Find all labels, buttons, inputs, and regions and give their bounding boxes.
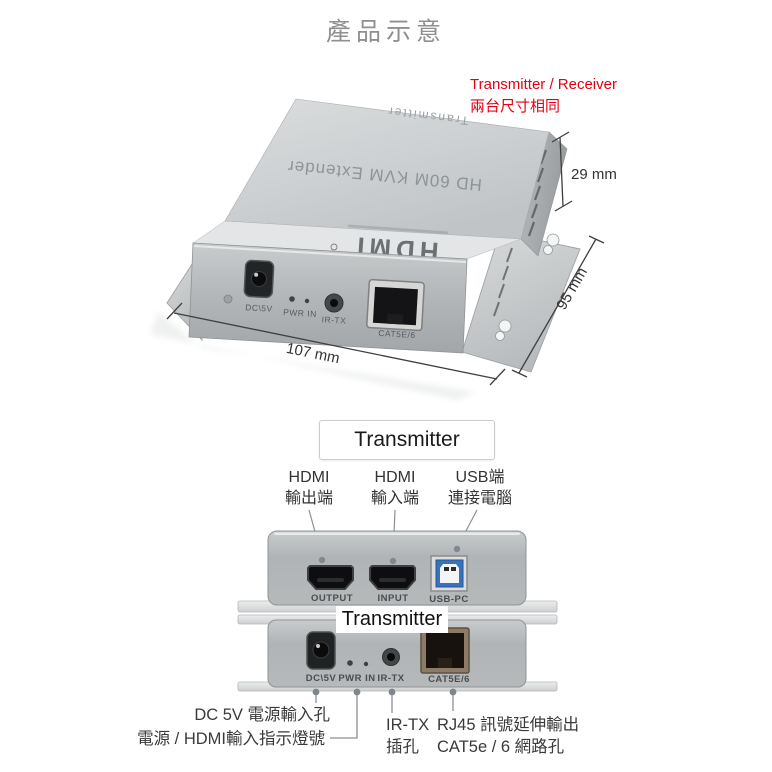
page-title: 產品示意: [325, 18, 446, 46]
vent-slots: [493, 247, 513, 317]
hdmi-logo-subtext-bar: [348, 224, 448, 235]
callout-dc-power: DC 5V 電源輸入孔: [194, 706, 330, 724]
pwr-in-engraved-label: PWR IN: [283, 307, 317, 319]
callout-line: HDMI: [288, 469, 330, 486]
cat5e-port-label: CAT5E/6: [428, 674, 470, 685]
size-note: Transmitter / Receiver 兩台尺寸相同: [470, 74, 617, 118]
device-shadow: [150, 312, 475, 400]
callout-line: USB端: [455, 469, 505, 486]
dc5v-port-label: DC\5V: [306, 673, 337, 684]
callout-line: 插孔: [386, 738, 419, 757]
callout-leader-lines: [315, 695, 454, 739]
power-led: [289, 296, 295, 302]
cat5e-engraved-label: CAT5E/6: [378, 328, 416, 340]
pwr-in-port-label: PWR IN: [338, 673, 375, 684]
rj45-port: [420, 627, 470, 674]
dc-jack-3d: [243, 259, 275, 299]
registered-mark-icon: [330, 243, 338, 251]
hdmi-led: [363, 661, 369, 667]
usb-b-port: [430, 555, 468, 592]
callout-line: HDMI: [374, 469, 416, 486]
ir-tx-jack-port: [382, 648, 400, 666]
device-front-face: DC\5V PWR IN IR-TX CAT5E/6: [188, 242, 468, 354]
callout-line: IR-TX: [386, 716, 430, 734]
screw-icon: [223, 294, 233, 304]
output-port-label: OUTPUT: [311, 593, 353, 604]
front-panel-photo: OUTPUT INPUT USB-PC: [237, 509, 558, 613]
callout-hdmi-output: HDMI 輸出端: [274, 468, 344, 510]
dim-height-label: 29 mm: [571, 166, 617, 183]
callout-line: 輸入端: [370, 489, 419, 507]
callout-line: 輸出端: [284, 489, 333, 507]
right-side-wall: [520, 131, 568, 257]
ir-tx-engraved-label: IR-TX: [321, 314, 346, 325]
callout-line: RJ45 訊號延伸輸出: [437, 716, 580, 734]
ir-tx-jack-3d: [324, 293, 344, 313]
rj45-port-3d: [366, 278, 425, 332]
keyhole-slot: [495, 319, 512, 341]
dc-jack-port: [306, 631, 336, 670]
callout-dots: [312, 688, 457, 696]
device-top-face: Transmitter HD 60M KVM Extender HDMI: [192, 98, 550, 267]
callout-ir-tx: IR-TX 插孔: [386, 714, 446, 759]
callout-indicator-leds: 電源 / HDMI輸入指示燈號: [137, 730, 325, 748]
rear-panel-photo: DC\5V PWR IN IR-TX CAT5E/6: [237, 614, 558, 739]
size-note-line1: Transmitter / Receiver: [470, 76, 617, 93]
panel-highlight: [274, 532, 520, 535]
callout-hdmi-input: HDMI 輸入端: [360, 468, 430, 510]
usb-pc-port-label: USB-PC: [429, 594, 468, 605]
callout-rj45: RJ45 訊號延伸輸出 CAT5e / 6 網路孔: [437, 714, 607, 759]
vent-slots: [527, 149, 548, 237]
hdmi-output-port: [307, 565, 354, 590]
size-note-line2: 兩台尺寸相同: [470, 97, 561, 115]
hdmi-input-port: [369, 565, 416, 590]
transmitter-rear-label: Transmitter: [336, 606, 448, 633]
keyhole-slot: [543, 233, 560, 255]
right-mount-flange: [461, 231, 581, 373]
callout-dots: [318, 545, 461, 565]
dimension-lines: [166, 131, 605, 386]
transmitter-section-box: Transmitter: [319, 420, 495, 460]
device-3d-photo: Transmitter HD 60M KVM Extender HDMI: [150, 98, 617, 400]
callout-usb-pc: USB端 連接電腦: [438, 468, 522, 510]
dc5v-engraved-label: DC\5V: [245, 302, 273, 314]
ir-tx-port-label: IR-TX: [377, 673, 404, 684]
input-port-label: INPUT: [378, 593, 409, 604]
callout-line: 連接電腦: [447, 489, 512, 507]
power-led: [347, 660, 353, 666]
hdmi-led: [304, 298, 310, 304]
callout-line: CAT5e / 6 網路孔: [437, 738, 565, 757]
